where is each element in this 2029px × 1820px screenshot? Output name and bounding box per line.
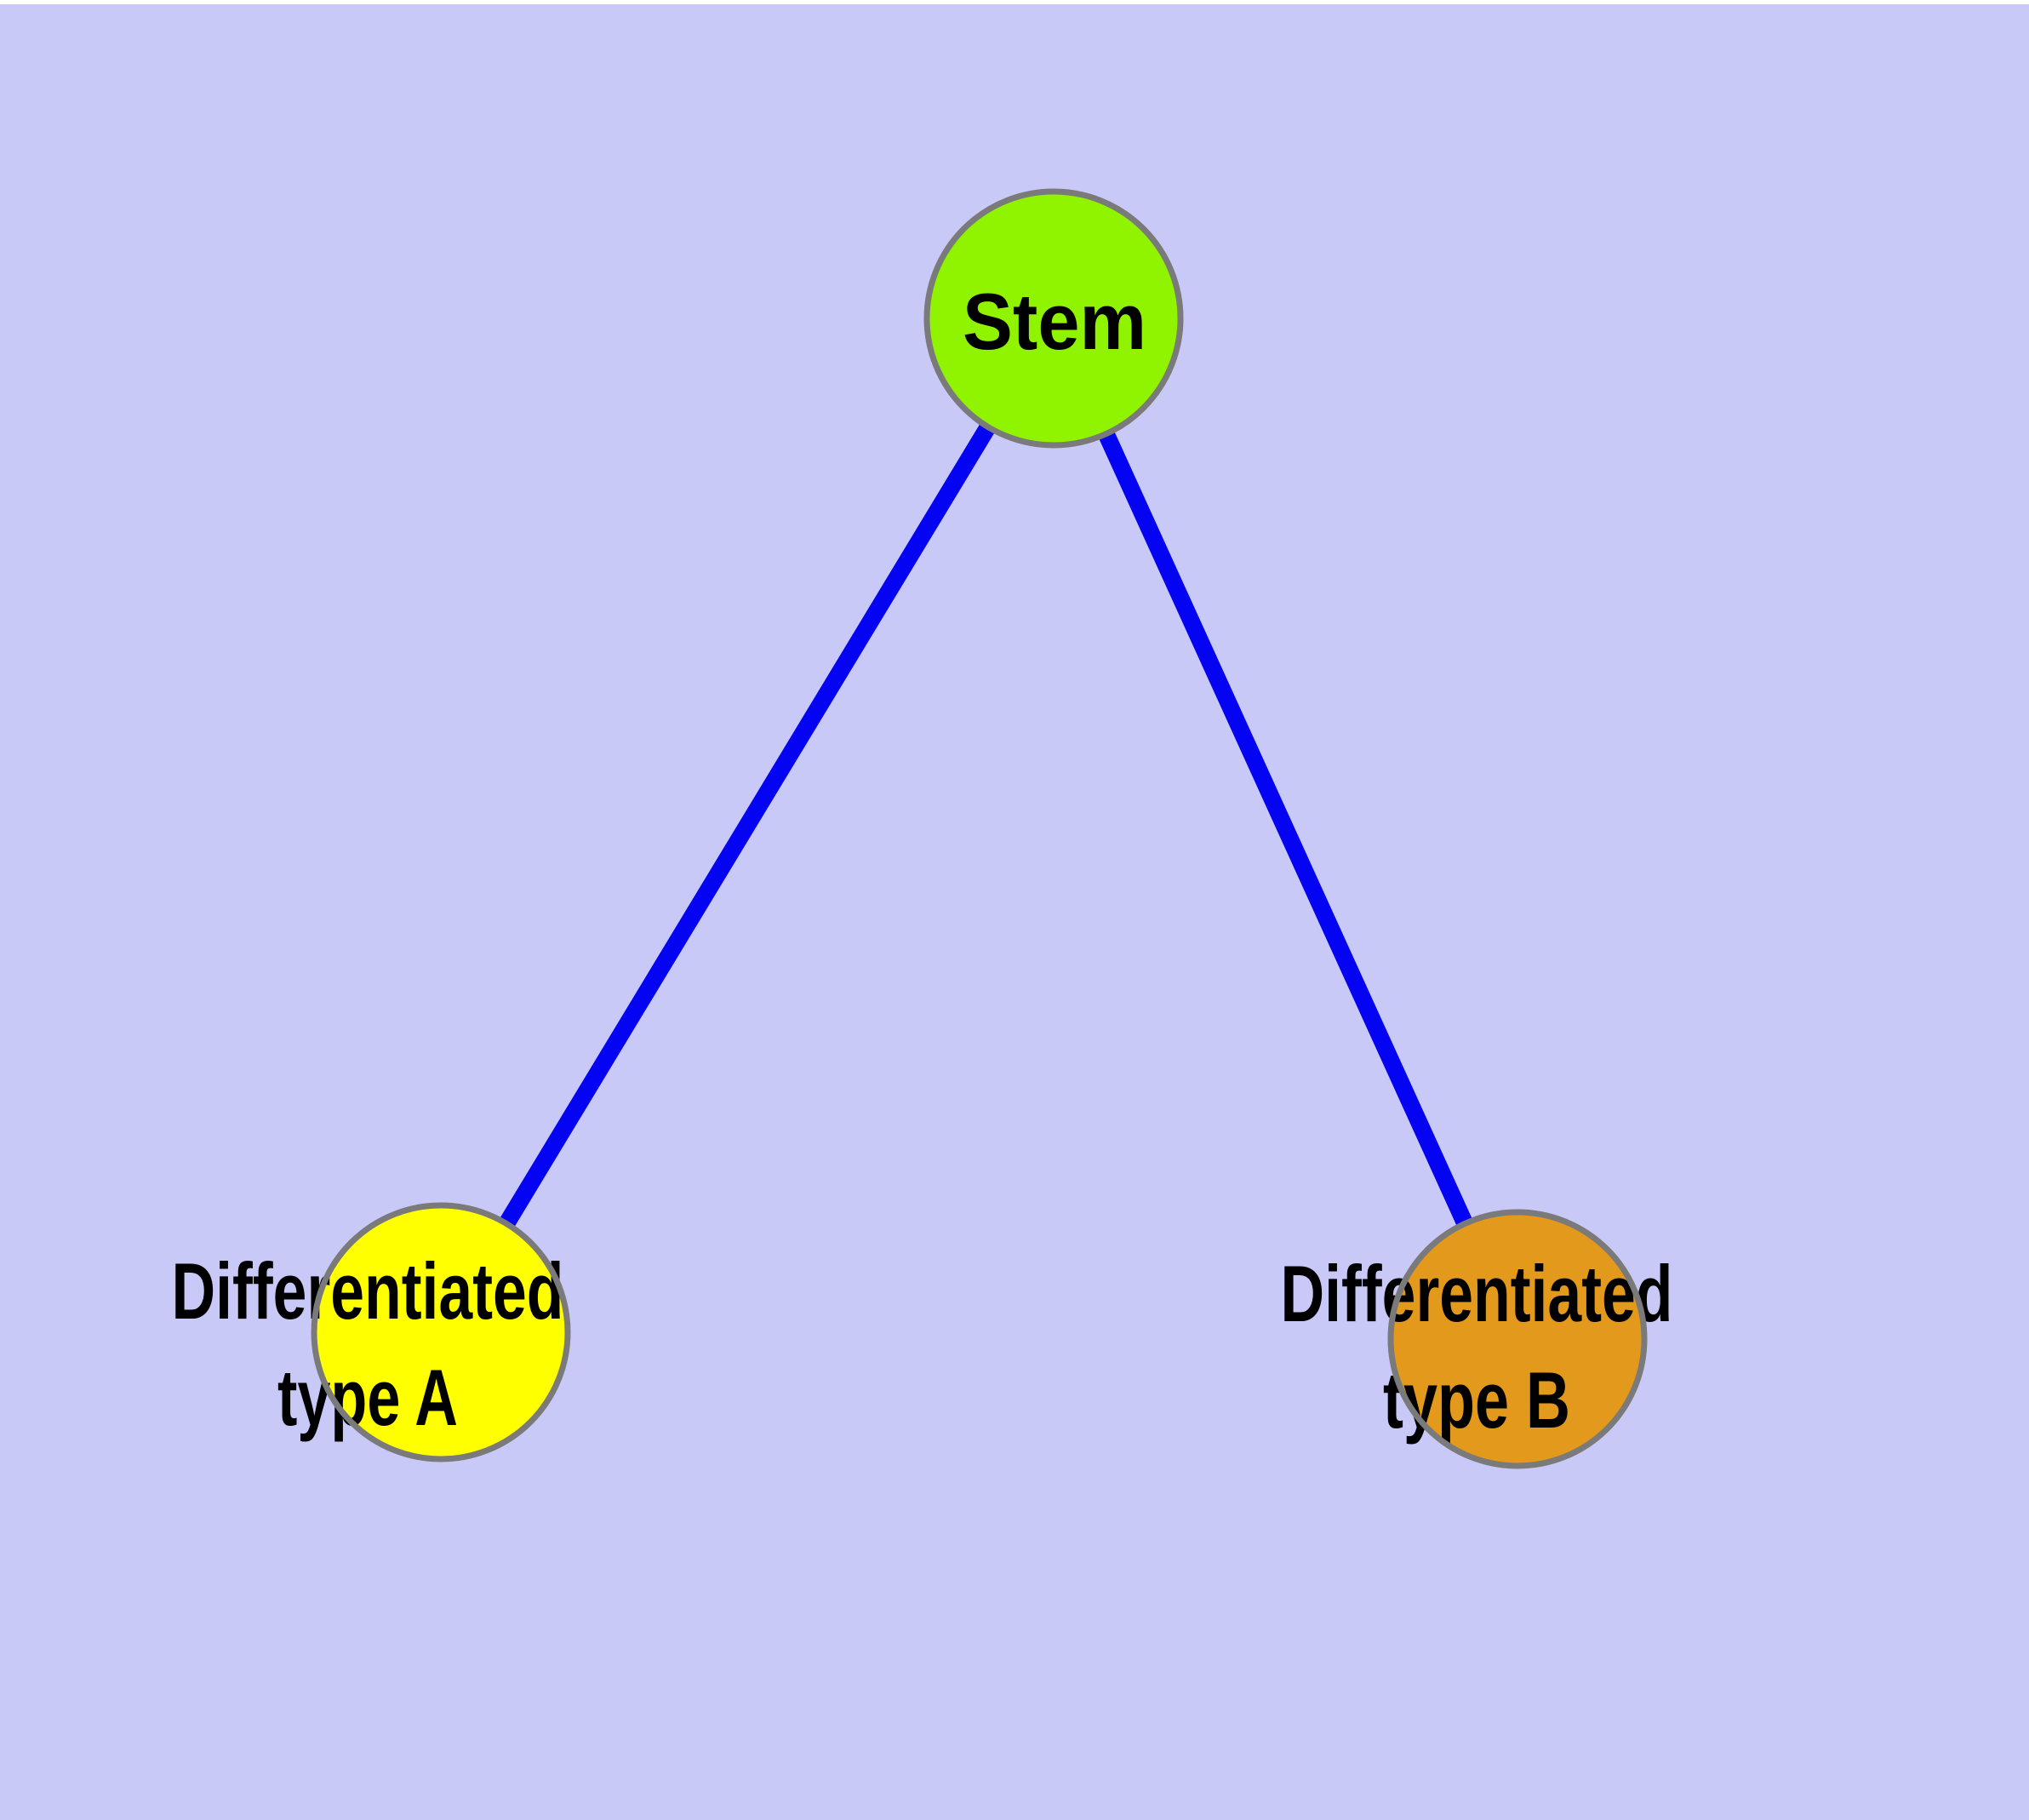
edge-stem-to-type-a: [433, 313, 1061, 1337]
node-type-b-label-line2: type B: [1383, 1355, 1570, 1445]
node-type-b-label-line1: Differentiated: [1281, 1249, 1673, 1338]
node-type-a-label-line2: type A: [277, 1353, 458, 1442]
node-type-b-circle: [1391, 1212, 1644, 1466]
node-stem-circle: [927, 192, 1180, 445]
node-type-a-border: [311, 1202, 571, 1462]
node-type-a-circle: [314, 1205, 568, 1459]
node-type-b-border: [1387, 1209, 1648, 1469]
node-type-a-label-line1: Differentiated: [172, 1246, 564, 1336]
node-stem-border: [923, 188, 1184, 449]
top-border-strip: [0, 0, 2029, 4]
edge-stem-to-type-b: [1045, 314, 1526, 1343]
node-stem-label: Stem: [963, 277, 1146, 366]
